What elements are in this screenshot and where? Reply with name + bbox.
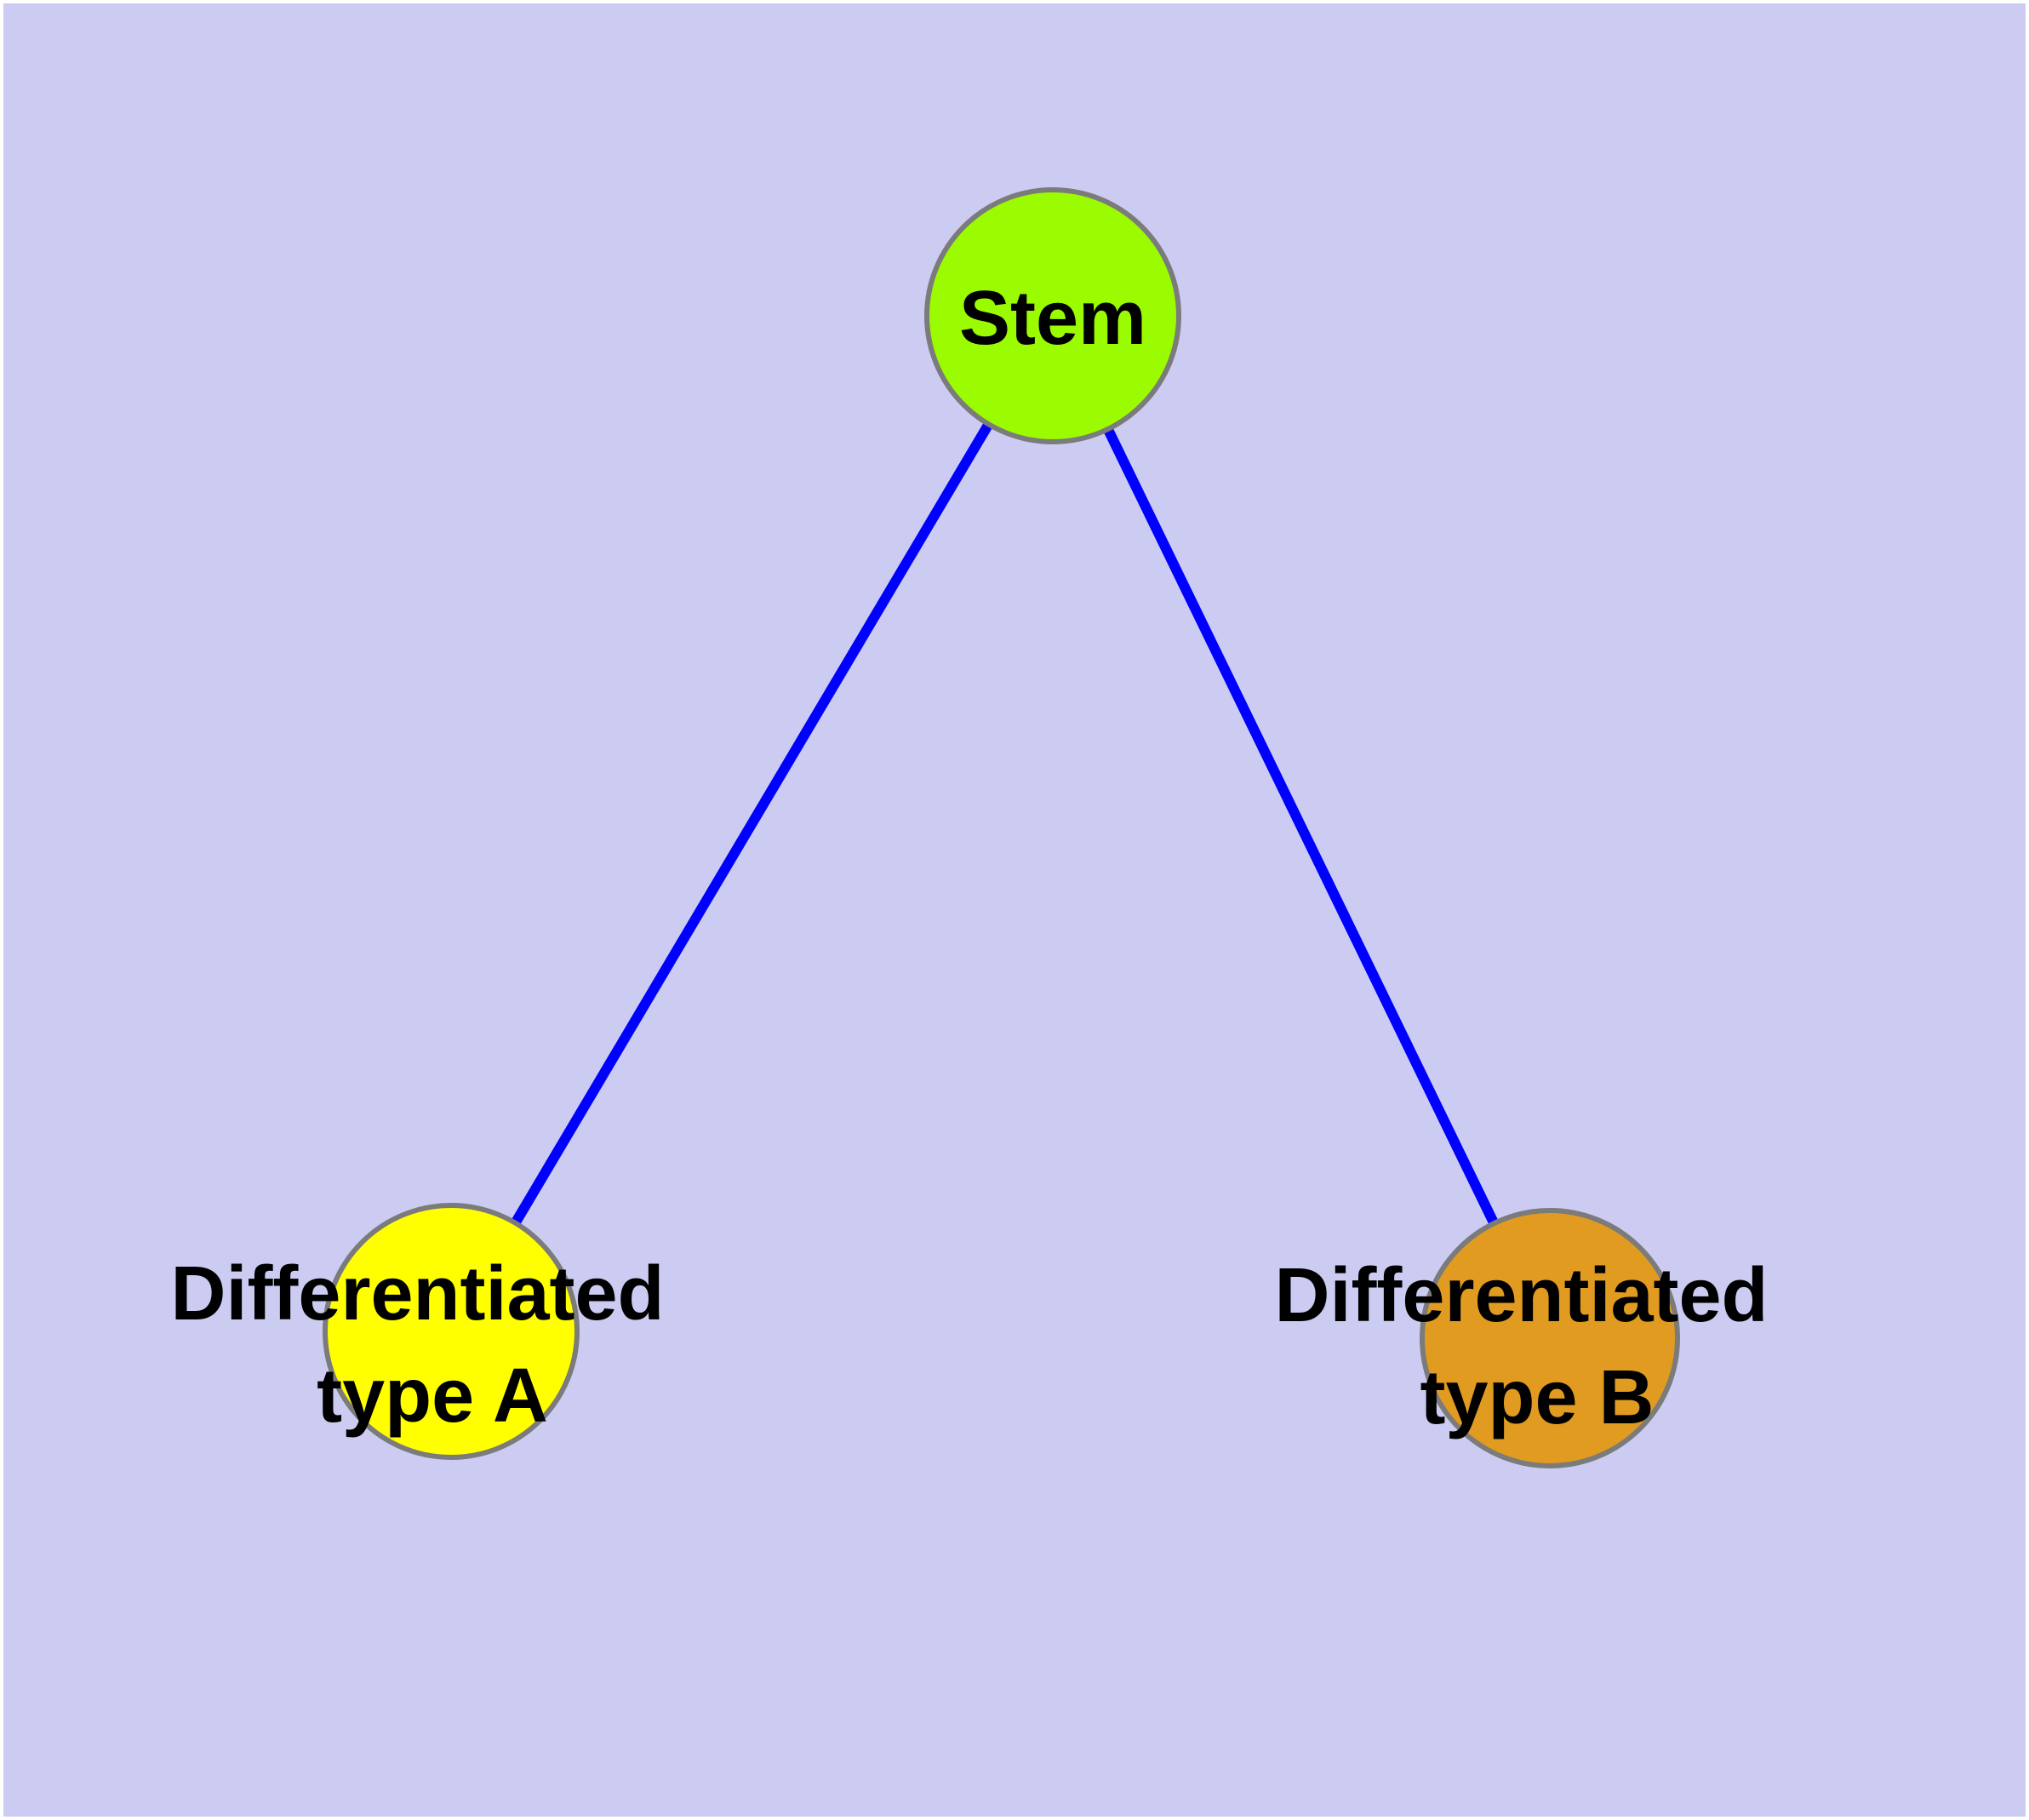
type-a-node-label: Differentiated type A (170, 1251, 685, 1439)
edge-stem-to-type-b (1048, 313, 1555, 1341)
stem-node-label: Stem (959, 276, 1146, 361)
type-a-label-line1: Differentiated (170, 1251, 664, 1336)
edge-stem-to-type-a (446, 312, 1058, 1335)
type-b-node-circle (1420, 1208, 1680, 1468)
stem-node-circle (924, 187, 1181, 444)
type-a-node-circle (323, 1203, 580, 1460)
type-b-label-line2: type B (1420, 1355, 1654, 1440)
type-a-label-line2: type A (317, 1354, 548, 1439)
type-b-label-line1: Differentiated (1274, 1253, 1768, 1338)
type-b-node-label: Differentiated type B (1274, 1253, 1789, 1440)
